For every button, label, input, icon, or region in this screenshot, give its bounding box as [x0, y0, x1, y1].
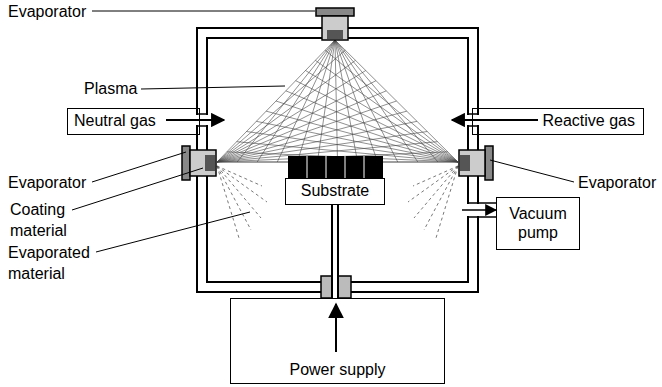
plasma-label: Plasma — [84, 79, 164, 100]
gas-inlet-box: Neutral gas — [67, 108, 200, 135]
evaporator-label: Evaporator — [8, 2, 118, 23]
evaporator-label: Evaporator — [8, 173, 118, 194]
evaporator-top — [316, 8, 354, 40]
plasma-mesh — [217, 40, 458, 162]
gas-inlet-box: Reactive gas — [472, 108, 644, 135]
substrate-box: Substrate — [285, 178, 385, 205]
coating-material-label: Coating material — [10, 200, 90, 242]
substrate-holder-rod — [335, 205, 336, 298]
evaporator-right — [459, 146, 493, 180]
vacuum-chamber — [196, 28, 498, 298]
evaporator-left — [182, 146, 216, 180]
node-text: Substrate — [301, 182, 369, 200]
pump-box: Vacuum pump — [496, 197, 580, 250]
node-text: Reactive gas — [543, 112, 636, 130]
evaporated-material-label: Evaporated material — [8, 243, 108, 285]
node-text: Vacuum pump — [501, 205, 575, 242]
substrate-pieces — [288, 156, 383, 178]
evaporator-label: Evaporator — [578, 173, 660, 194]
node-text: Power supply — [289, 361, 385, 379]
node-text: Neutral gas — [74, 112, 156, 130]
gas-arrows — [166, 119, 538, 121]
power-arrow — [336, 304, 337, 352]
power-supply-box: Power supply — [230, 298, 445, 384]
